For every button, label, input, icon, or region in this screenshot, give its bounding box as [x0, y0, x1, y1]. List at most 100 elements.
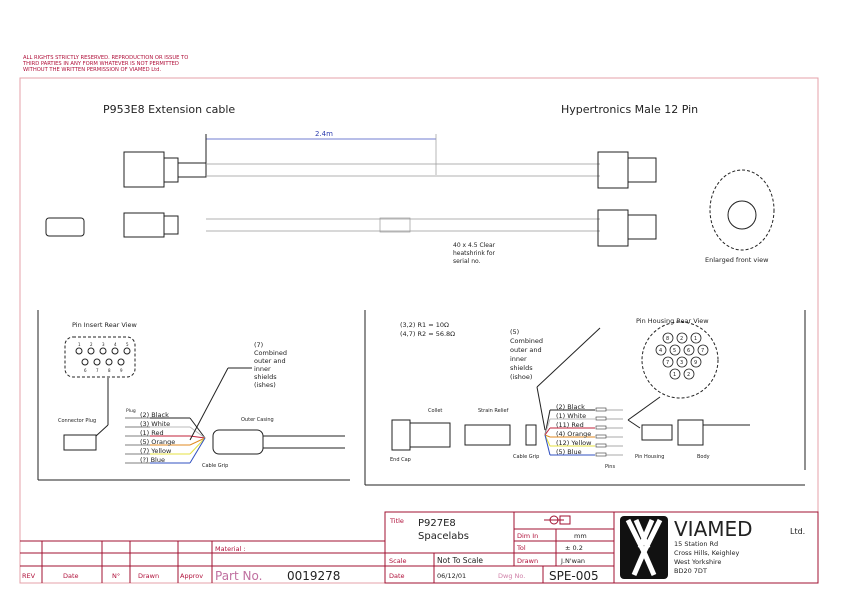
pin-view-label: Pin Insert Rear View: [72, 321, 138, 329]
strain-relief-label: Strain Relief: [478, 408, 509, 414]
svg-text:(ishoe): (ishoe): [510, 373, 532, 381]
svg-text:shields: shields: [254, 373, 277, 381]
svg-text:shields: shields: [510, 364, 533, 372]
part-number: 0019278: [287, 569, 340, 583]
rev-header: REV: [22, 572, 36, 580]
cable-grip-label: Cable Grip: [202, 463, 228, 469]
copyright-notice: ALL RIGHTS STRICTLY RESERVED. REPRODUCTI…: [22, 55, 188, 73]
db9-pin-insert: [64, 336, 136, 378]
pin-number: 7: [666, 360, 669, 366]
date-header: Date: [63, 572, 79, 580]
svg-text:(5): (5): [510, 328, 519, 336]
wire-item: (2) Black: [125, 411, 206, 439]
pin-socket: [690, 356, 702, 368]
pins-label: Pins: [605, 464, 615, 470]
connector-title: Hypertronics Male 12 Pin: [561, 103, 698, 116]
company-name: VIAMED: [674, 517, 753, 541]
heatshrink-note: heatshrink for: [453, 250, 496, 257]
svg-text:2: 2: [90, 342, 93, 347]
drawing-number: SPE-005: [549, 569, 599, 583]
hypertronics-connector: [597, 151, 629, 189]
wire-label: (2) Black: [556, 403, 585, 411]
pin: [595, 452, 607, 457]
wire-item: (1) White: [544, 412, 623, 436]
dim-value: mm: [574, 532, 587, 540]
wire-list: (2) Black(1) White(11) Red(4) Orange(12)…: [544, 403, 623, 457]
wire-label: (3) White: [140, 420, 170, 428]
svg-text:Cross Hills, Keighley: Cross Hills, Keighley: [674, 549, 740, 557]
company-address: 15 Station Rd Cross Hills, Keighley West…: [674, 540, 740, 575]
body-label: Body: [697, 454, 710, 460]
number-header: N°: [112, 572, 120, 580]
tol-label: Tol: [516, 544, 526, 552]
outer-casing: [212, 429, 264, 455]
pin-number: 1: [673, 372, 676, 378]
collet-label: Collet: [428, 408, 442, 414]
pin-number: 2: [687, 372, 690, 378]
svg-text:BD20 7DT: BD20 7DT: [674, 567, 707, 575]
cable-grip-label: Cable Grip: [513, 454, 539, 460]
svg-text:West Yorkshire: West Yorkshire: [674, 558, 721, 566]
pin-socket: [683, 368, 695, 380]
part-number-label: Part No.: [215, 569, 262, 583]
date-value: 06/12/01: [437, 572, 466, 580]
wire-label: (5) Blue: [556, 448, 582, 456]
wire-item: (?) Blue: [125, 437, 206, 464]
approved-header: Approv: [180, 572, 203, 580]
svg-text:7: 7: [96, 368, 99, 373]
drawn-label: Drawn: [517, 557, 538, 565]
pin-socket: [669, 344, 681, 356]
svg-text:inner: inner: [510, 355, 527, 363]
heatshrink: [379, 217, 411, 233]
title-block: Title P927E8 Spacelabs Dim In mm Tol ± 0…: [384, 511, 819, 584]
pin-number: 9: [694, 360, 697, 366]
title-label: Title: [389, 517, 404, 525]
pin: [595, 407, 607, 412]
wire-label: (5) Orange: [140, 438, 175, 446]
front-view-circle: [709, 169, 775, 251]
wire-label: (?) Blue: [140, 456, 165, 464]
pin-socket: [655, 344, 667, 356]
cable-assembly-view: P953E8 Extension cable Hypertronics Male…: [45, 103, 775, 265]
projection-symbol: [544, 515, 571, 525]
wire-label: (12) Yellow: [556, 439, 592, 447]
connector-plug-label: Connector Plug: [58, 418, 96, 424]
scale-value: Not To Scale: [437, 556, 483, 565]
pin-socket: [676, 356, 688, 368]
pin-number: 1: [694, 336, 697, 342]
drawn-value: J.N'wan: [560, 557, 585, 565]
date-label: Date: [389, 572, 405, 580]
pin: [595, 416, 607, 421]
pin: [595, 425, 607, 430]
dwg-label: Dwg No.: [498, 572, 525, 580]
svg-text:outer and: outer and: [510, 346, 542, 354]
pin-socket: [683, 344, 695, 356]
pin-number: 3: [680, 360, 683, 366]
svg-text:outer and: outer and: [254, 357, 286, 365]
svg-text:(7): (7): [254, 341, 263, 349]
pin-number: 8: [666, 336, 669, 342]
pin-view-label: Pin Housing Rear View: [636, 317, 709, 325]
connector-plug: [63, 434, 97, 451]
material-label: Material :: [215, 545, 246, 553]
svg-text:15 Station Rd: 15 Station Rd: [674, 540, 718, 548]
svg-text:3: 3: [102, 342, 105, 347]
svg-text:(ishes): (ishes): [254, 381, 276, 389]
svg-text:Combined: Combined: [510, 337, 543, 345]
end-cap-label: End Cap: [390, 457, 411, 463]
wire-label: (1) Red: [140, 429, 164, 437]
pin-number: 4: [659, 348, 662, 354]
pin-socket: [697, 344, 709, 356]
pin-number: 7: [701, 348, 704, 354]
outer-casing-label: Outer Casing: [241, 417, 274, 423]
resistor-note: (3,2) R1 = 10Ω: [400, 321, 449, 329]
svg-text:5: 5: [126, 342, 129, 347]
pin-socket: [662, 356, 674, 368]
svg-text:9: 9: [120, 368, 123, 373]
svg-text:4: 4: [114, 342, 117, 347]
notice-line: ALL RIGHTS STRICTLY RESERVED. REPRODUCTI…: [23, 55, 188, 61]
wire-item: (11) Red: [544, 421, 623, 436]
